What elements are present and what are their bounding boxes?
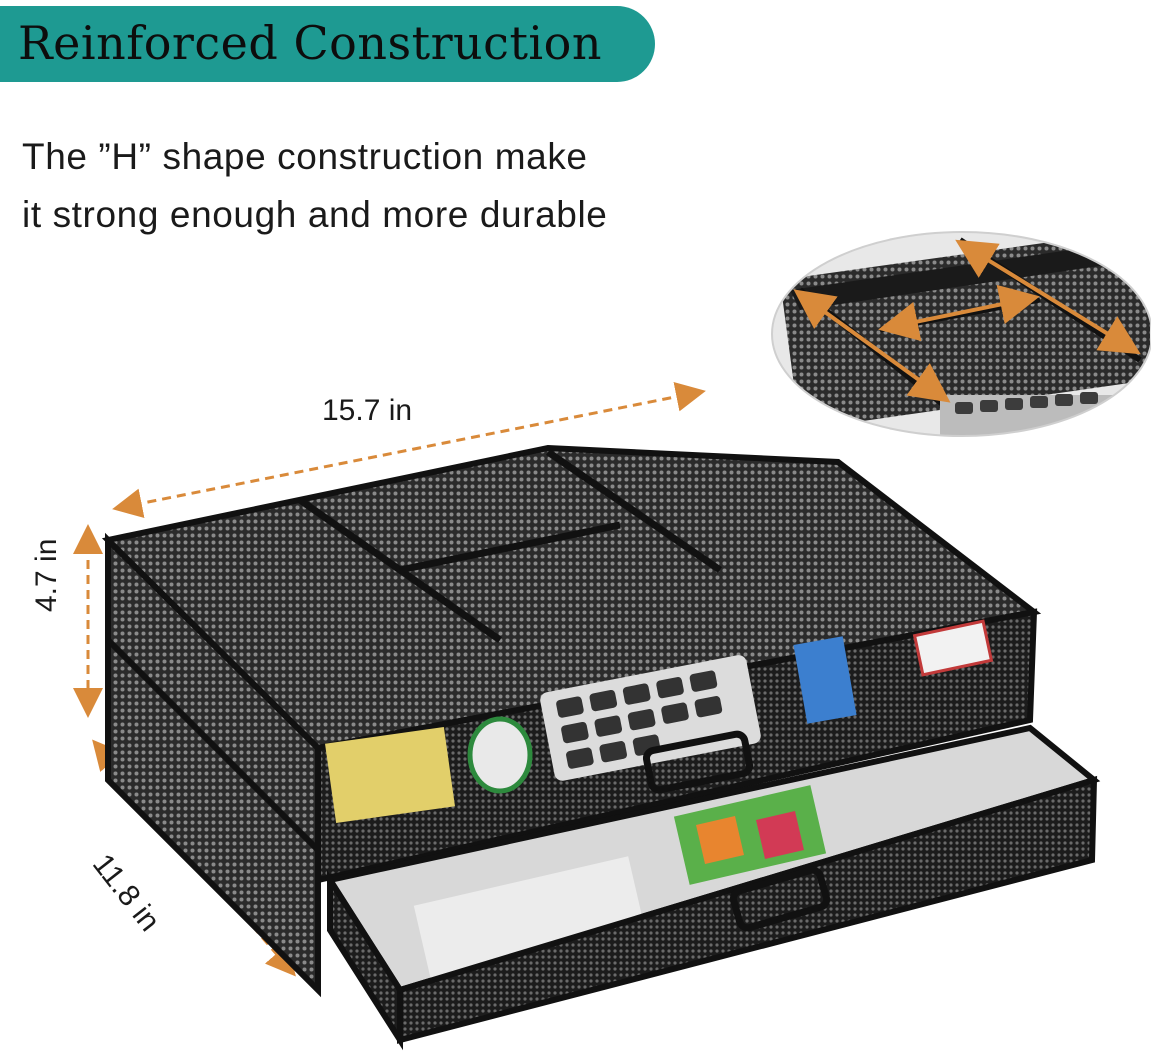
width-arrow bbox=[112, 381, 706, 519]
desk-organizer bbox=[101, 444, 1101, 1051]
description-line-1: The ”H” shape construction make bbox=[22, 136, 588, 177]
banner-title: Reinforced Construction bbox=[18, 16, 602, 70]
title-banner: Reinforced Construction bbox=[0, 6, 655, 82]
feature-description: The ”H” shape construction make it stron… bbox=[22, 128, 742, 244]
description-line-2: it strong enough and more durable bbox=[22, 194, 608, 235]
width-label: 15.7 in bbox=[322, 394, 413, 427]
top-drawer-handle bbox=[642, 730, 754, 794]
height-label: 4.7 in bbox=[30, 538, 63, 612]
bottom-drawer-handle bbox=[729, 866, 831, 932]
